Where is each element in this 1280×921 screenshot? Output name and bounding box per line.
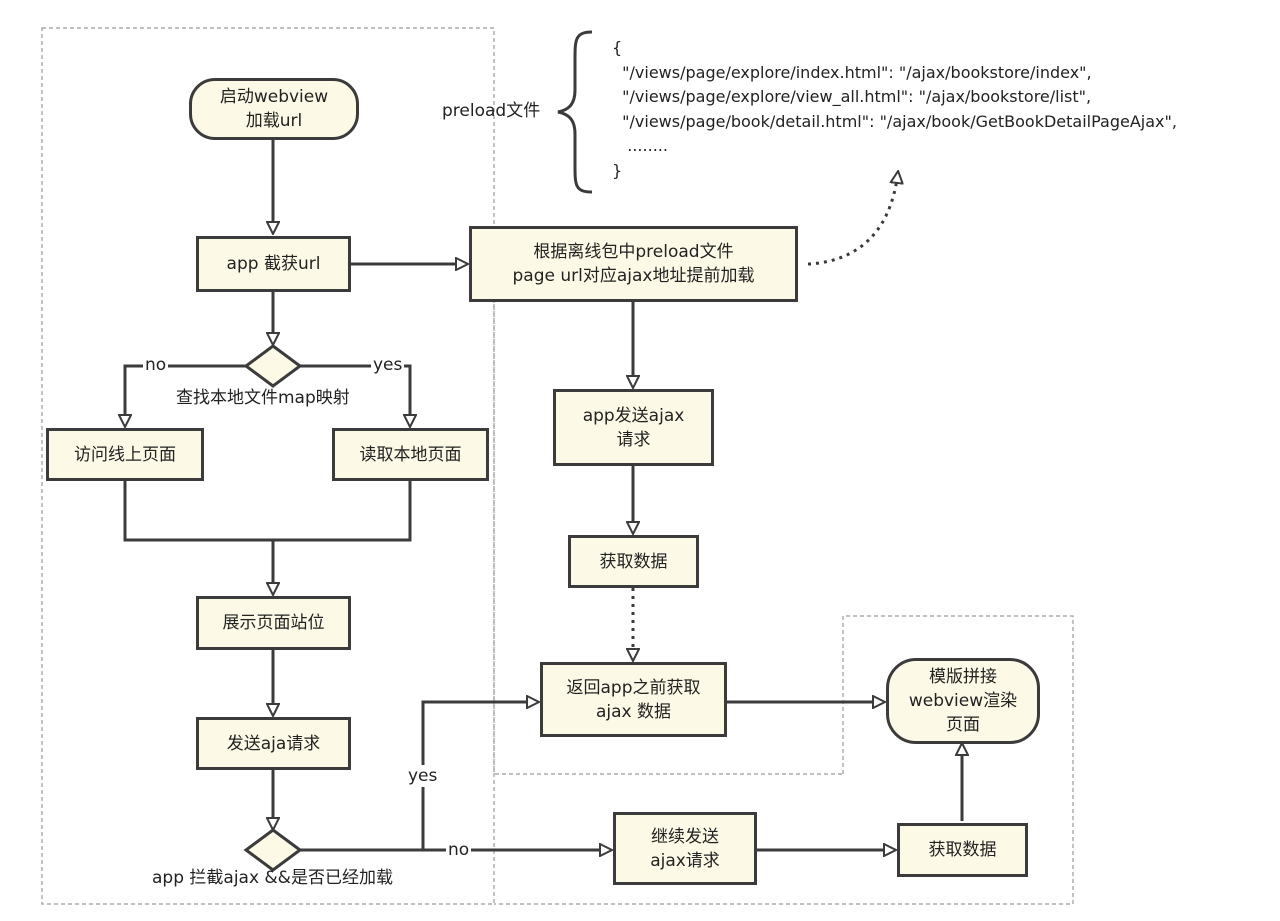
node-template-render-line3: 页面 [946,715,980,735]
node-return-prev-line2: ajax 数据 [595,701,672,722]
preload-code-line: "/views/page/explore/view_all.html": "/a… [612,87,1092,106]
node-template-render-line1: 模版拼接 [929,667,997,687]
diamond-intercept-label: app 拦截ajax &&是否已经加载 [152,868,393,888]
node-read-local-text: 读取本地页面 [359,444,462,465]
node-fetch-data-1: 获取数据 [568,535,699,588]
preload-code-block: { "/views/page/explore/index.html": "/aj… [612,36,1177,183]
node-continue-send: 继续发送 ajax请求 [613,812,757,885]
middle-dashed-frame [493,292,843,775]
left-dashed-frame [41,27,495,905]
decision-diamond-intercept [243,828,303,872]
node-send-aja: 发送aja请求 [196,717,351,770]
node-template-render-line2: webview渲染 [908,691,1018,711]
node-intercept-url: app 截获url [196,236,351,292]
preload-code-line: "/views/page/book/detail.html": "/ajax/b… [612,111,1177,131]
edge-label-no-1: no [143,354,169,376]
edge-label-no-2: no [446,839,472,861]
preload-code-line: "/views/page/explore/index.html": "/ajax… [612,62,1092,82]
edge-diamond-no [125,364,246,426]
node-read-local: 读取本地页面 [332,428,489,481]
edge-diamond-yes [300,364,410,426]
node-continue-send-line1: 继续发送 [651,826,719,847]
edge-preload-dotted [807,172,898,266]
right-dashed-frame [494,615,1074,905]
node-fetch-data-2-text: 获取数据 [928,840,997,860]
node-fetch-data-2: 获取数据 [897,823,1028,877]
preload-code-line: } [612,160,623,180]
node-preload-line2: page url对应ajax地址提前加载 [512,266,755,286]
node-preload-line1: 根据离线包中preload文件 [533,242,734,262]
node-show-placeholder: 展示页面站位 [196,596,351,650]
node-app-send-ajax-line2: 请求 [616,429,651,450]
node-send-aja-text: 发送aja请求 [226,733,321,754]
diamond-map-label: 查找本地文件map映射 [176,388,350,408]
node-start-line1: 启动webview [219,87,329,107]
preload-code-line: { [612,38,623,57]
node-show-placeholder-text: 展示页面站位 [222,613,325,633]
preload-label: preload文件 [442,101,541,121]
node-start-line2: 加载url [245,111,303,131]
edge-label-yes-2: yes [406,765,440,787]
node-fetch-data-1-text: 获取数据 [599,551,668,572]
node-start: 启动webview 加载url [189,78,359,140]
node-app-send-ajax-line1: app发送ajax [582,405,685,426]
node-preload-load: 根据离线包中preload文件 page url对应ajax地址提前加载 [469,226,798,302]
node-return-prev-line1: 返回app之前获取 [566,677,701,698]
edge-label-yes-1: yes [371,354,405,376]
node-visit-online: 访问线上页面 [46,428,204,481]
preload-brace [557,30,593,194]
edge-merge-to-placeholder [123,481,412,542]
node-return-prev: 返回app之前获取 ajax 数据 [540,662,727,737]
node-visit-online-text: 访问线上页面 [74,444,176,465]
node-app-send-ajax: app发送ajax 请求 [553,389,714,466]
node-intercept-url-text: app 截获url [226,254,321,274]
node-template-render: 模版拼接 webview渲染页面 [886,658,1040,744]
node-continue-send-line2: ajax请求 [650,850,720,871]
decision-diamond-map [243,344,303,388]
preload-code-line: ........ [612,136,668,155]
